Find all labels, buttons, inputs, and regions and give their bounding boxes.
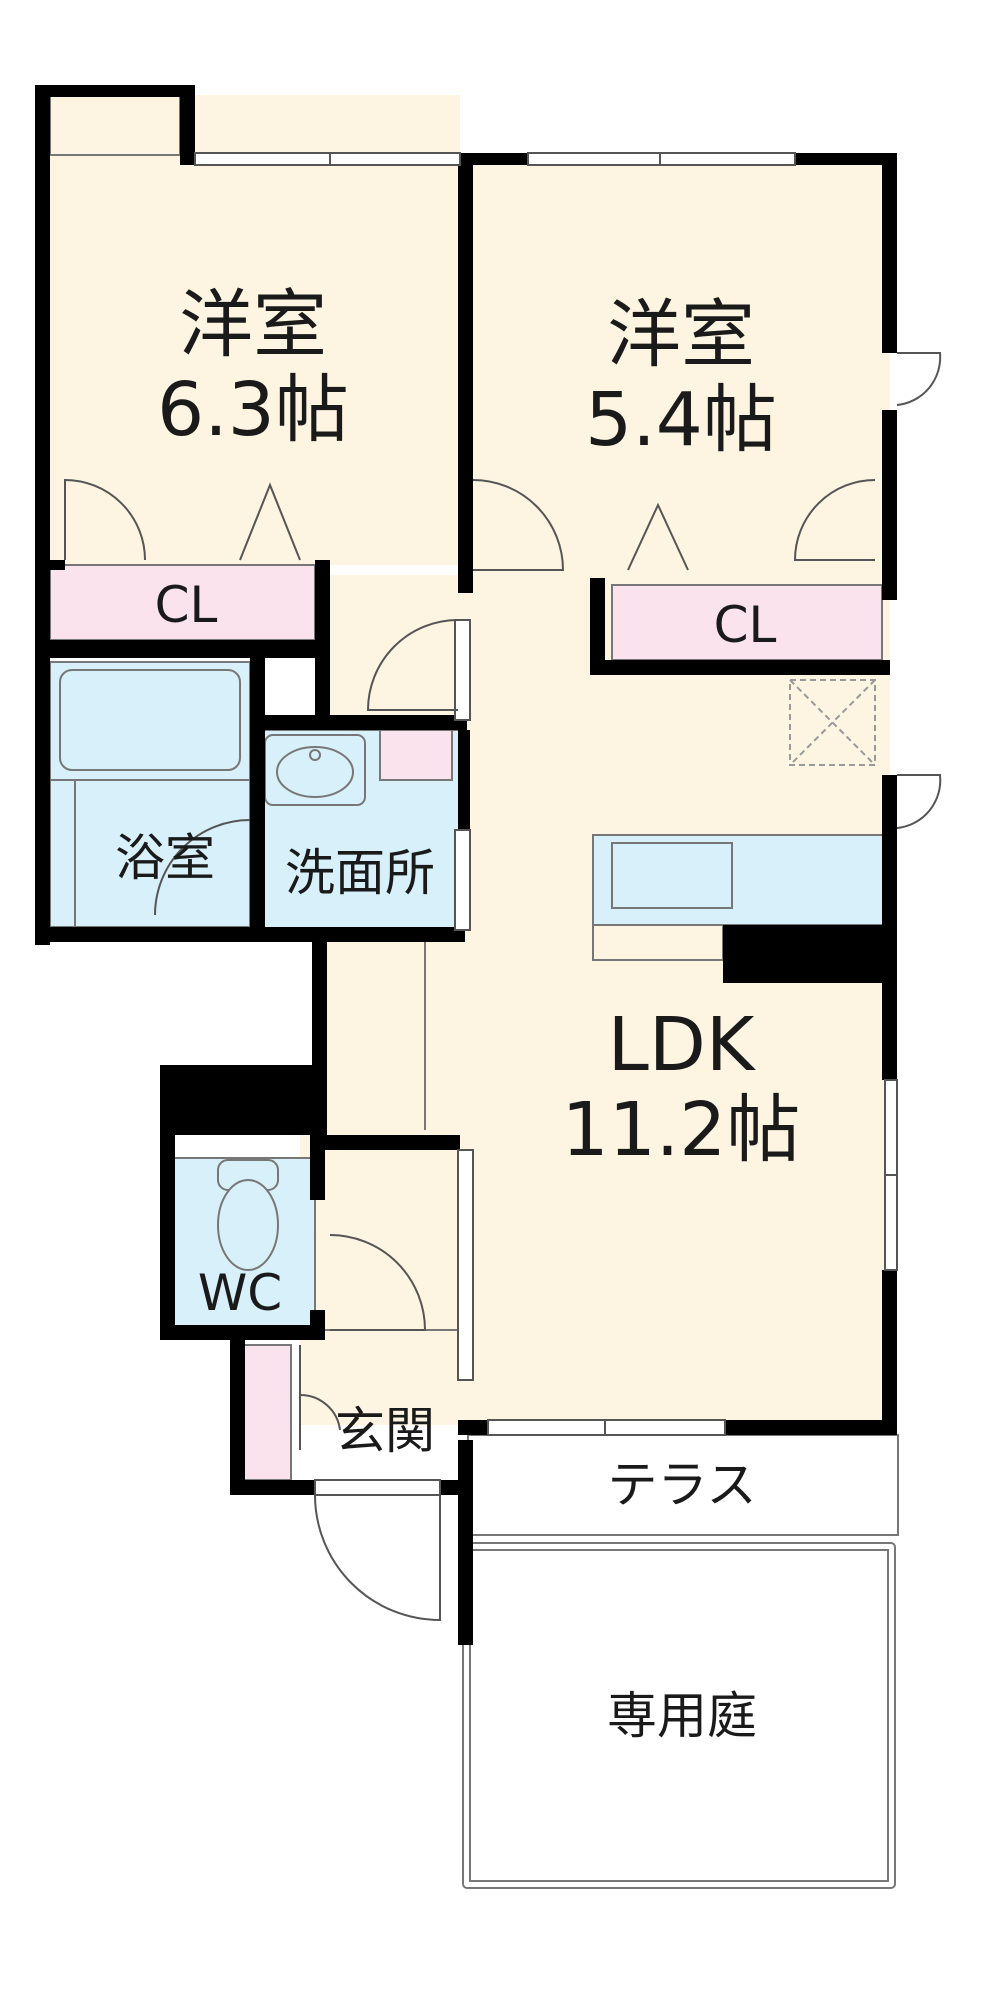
windows — [194, 152, 898, 1496]
terrace-area — [467, 1434, 899, 1536]
ldk-name: LDK — [608, 1002, 757, 1088]
garden-label: 専用庭 — [607, 1687, 757, 1745]
closet2-label: CL — [714, 596, 777, 654]
entrance-label: 玄関 — [335, 1402, 435, 1460]
bedroom1-floor — [50, 95, 460, 565]
bedroom1-name: 洋室 — [179, 282, 327, 368]
bathroom-label: 浴室 — [115, 829, 215, 887]
toilet-label: WC — [198, 1264, 282, 1322]
entrance-floor — [300, 1135, 470, 1425]
garden-area — [462, 1542, 896, 1889]
terrace-label: テラス — [608, 1456, 757, 1514]
bedroom1-size: 6.3帖 — [157, 367, 349, 453]
bedroom2-size: 5.4帖 — [585, 377, 777, 463]
bedroom2-floor — [470, 165, 890, 585]
vent-box — [789, 679, 876, 766]
doors — [64, 352, 942, 1622]
closet1-label: CL — [155, 576, 218, 634]
bedroom2-name: 洋室 — [607, 292, 755, 378]
kitchen-sink — [611, 842, 733, 909]
closet2-fill — [611, 584, 883, 661]
ldk-floor — [470, 585, 890, 1420]
toilet-bowl — [217, 1179, 279, 1271]
bathtub — [59, 669, 241, 771]
closet1-fill — [49, 564, 316, 641]
washroom-label: 洗面所 — [285, 844, 435, 902]
ldk-size: 11.2帖 — [562, 1087, 801, 1173]
